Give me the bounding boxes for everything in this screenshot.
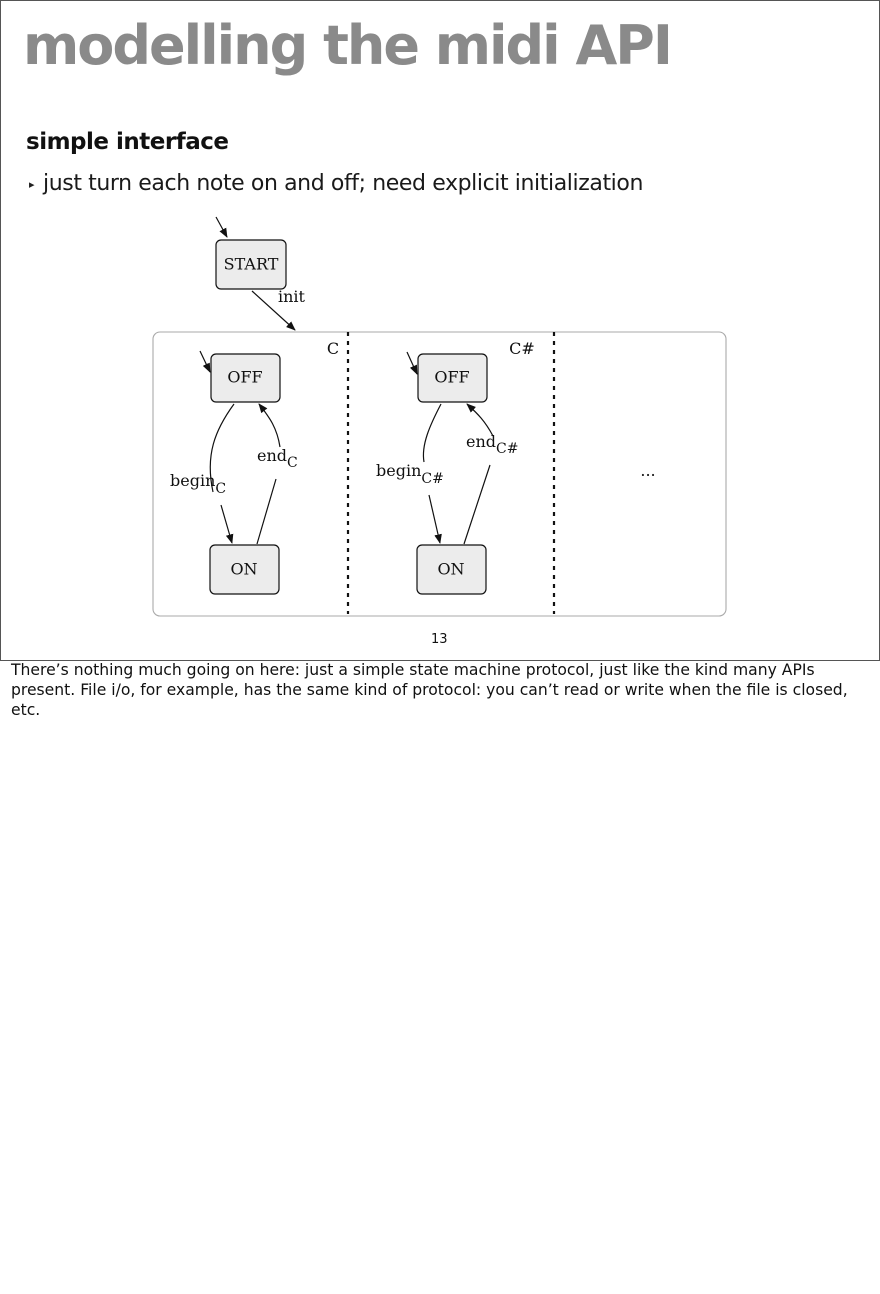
note-superstate-box bbox=[152, 331, 727, 617]
region-csharp-label: C# bbox=[509, 339, 535, 358]
region-c-begin-label: beginC bbox=[170, 471, 226, 497]
region-c-end-line bbox=[256, 478, 277, 545]
subheading: simple interface bbox=[26, 129, 229, 155]
more-regions-ellipsis: ... bbox=[640, 461, 655, 480]
region-c-on-label: ON bbox=[230, 560, 257, 579]
region-csharp-entry-arrow bbox=[406, 351, 418, 375]
init-transition-arrow bbox=[251, 290, 296, 331]
region-csharp-begin-arrow bbox=[428, 494, 442, 544]
page-number: 13 bbox=[431, 632, 448, 647]
start-state: START bbox=[215, 216, 287, 290]
region-c-label: C bbox=[327, 339, 339, 358]
region-csharp-end-line bbox=[463, 464, 491, 545]
region-c-begin-arrow bbox=[220, 504, 234, 544]
bullet-triangle-icon: ▸ bbox=[29, 178, 35, 191]
region-csharp-begin-label: beginC# bbox=[376, 461, 444, 487]
region-c-begin-curve bbox=[209, 403, 235, 493]
start-entry-arrow bbox=[215, 216, 228, 238]
init-label: init bbox=[278, 287, 306, 306]
region-csharp-end-label: endC# bbox=[466, 432, 518, 457]
region-c-end-label: endC bbox=[257, 446, 298, 471]
region-csharp-off-state bbox=[417, 353, 488, 403]
slide-title: modelling the midi API bbox=[23, 14, 673, 77]
region-c-off-label: OFF bbox=[227, 368, 262, 387]
bullet-item: ▸ just turn each note on and off; need e… bbox=[29, 171, 643, 196]
speaker-notes: There’s nothing much going on here: just… bbox=[11, 661, 848, 719]
state-machine-diagram: START init C OFF ON beginC endC C# OFF O… bbox=[152, 216, 727, 617]
start-state-box bbox=[215, 239, 287, 290]
region-csharp-on-state bbox=[416, 544, 487, 595]
region-c: C OFF ON beginC endC bbox=[170, 339, 339, 595]
region-csharp-begin-curve bbox=[422, 403, 442, 463]
region-c-entry-arrow bbox=[199, 350, 211, 373]
region-csharp-on-label: ON bbox=[437, 560, 464, 579]
region-csharp: C# OFF ON beginC# endC# bbox=[376, 339, 535, 595]
region-csharp-end-arrow bbox=[466, 403, 494, 437]
region-csharp-off-label: OFF bbox=[434, 368, 469, 387]
region-c-off-state bbox=[210, 353, 281, 403]
start-state-label: START bbox=[224, 255, 279, 274]
region-c-on-state bbox=[209, 544, 280, 595]
bullet-text: just turn each note on and off; need exp… bbox=[43, 171, 643, 196]
region-c-end-arrow bbox=[258, 403, 281, 448]
